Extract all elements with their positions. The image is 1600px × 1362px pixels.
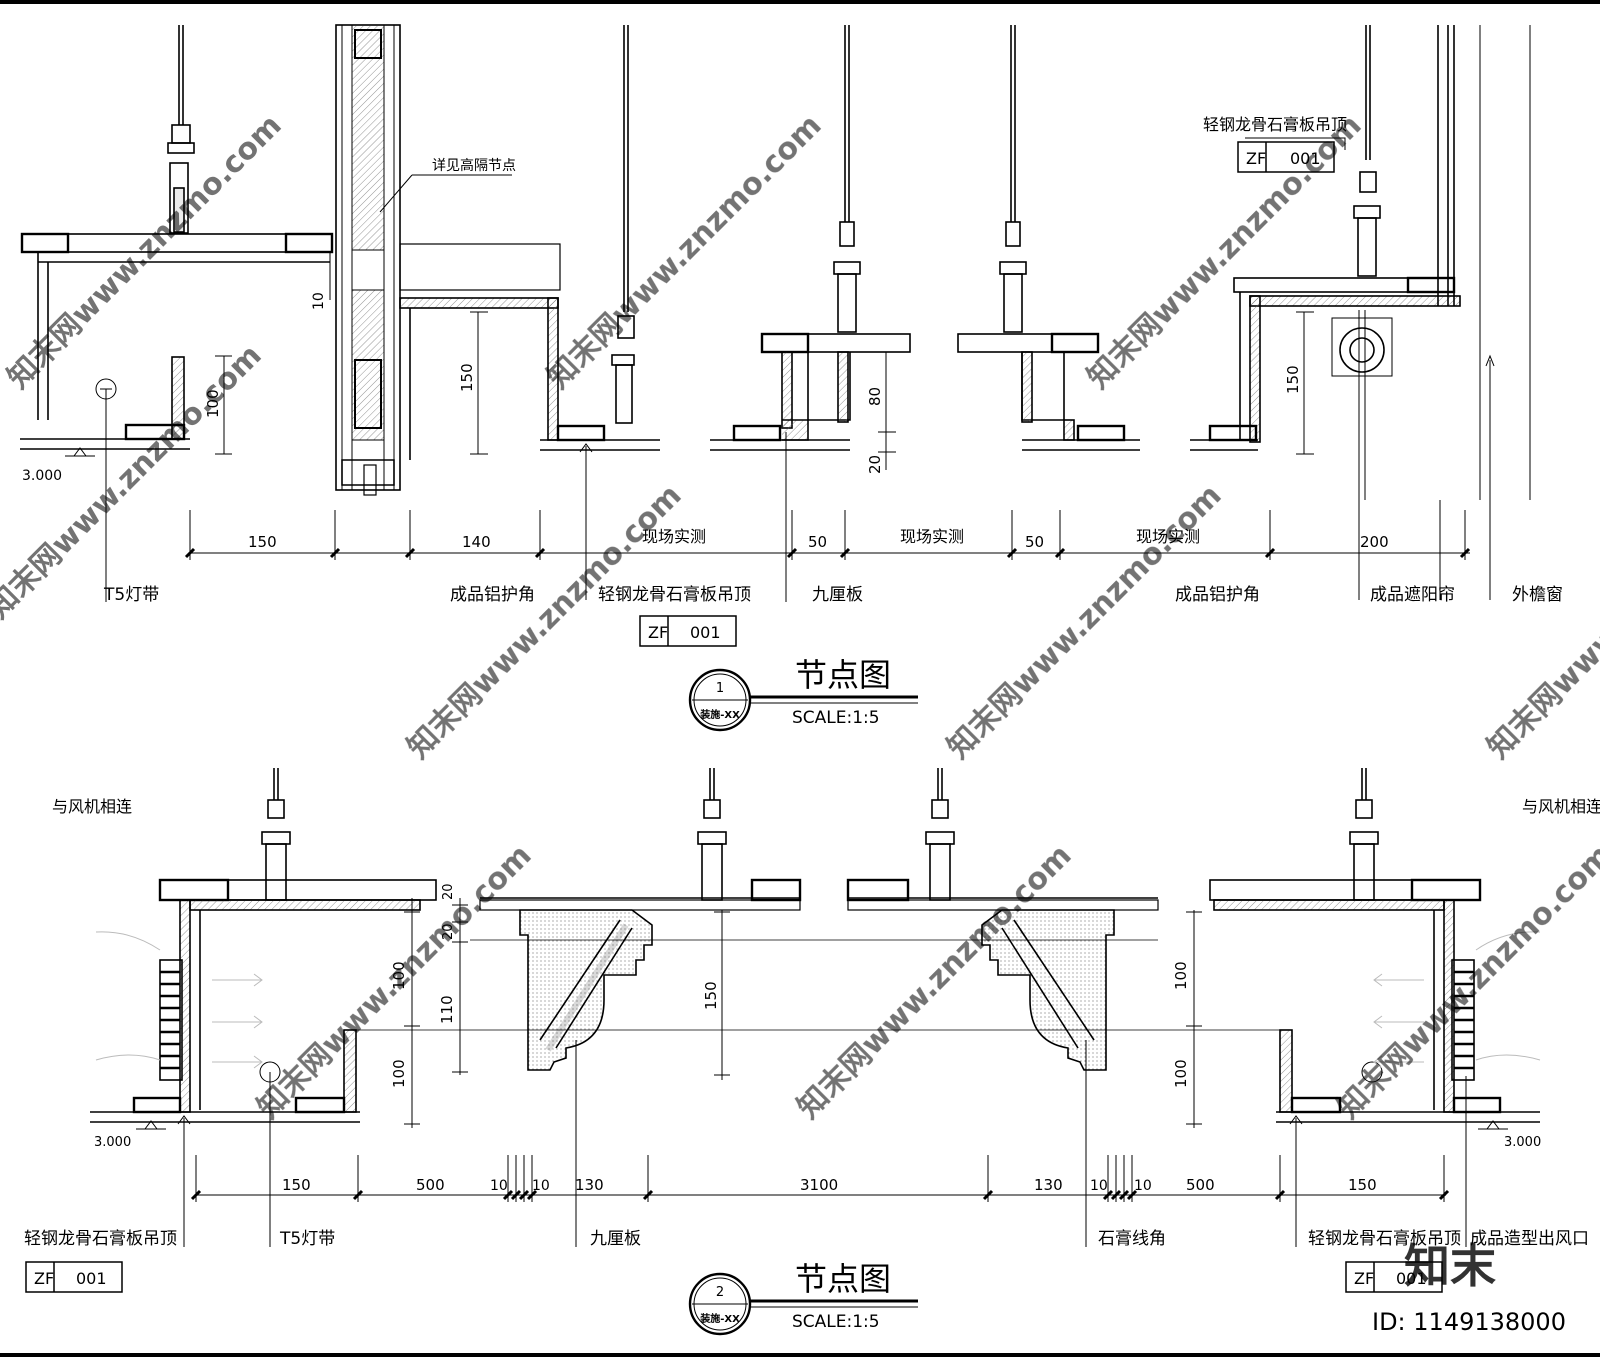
watermark-text: 知末网www.znzmo.com	[1481, 478, 1600, 766]
detail-2-geometry	[25, 768, 1541, 1336]
hanger-rod	[1353, 25, 1381, 277]
dim-label: 10	[311, 292, 327, 310]
note-fan-left: 与风机相连	[52, 797, 132, 816]
dim-label: 100	[204, 389, 222, 418]
dim-label: 100	[1172, 961, 1190, 990]
dim-label: 50	[808, 533, 827, 551]
dim-label: 130	[575, 1176, 604, 1194]
dim-label: 150	[458, 363, 476, 392]
drawing-scale: SCALE:1:5	[792, 708, 880, 728]
tag-number: 001	[76, 1269, 107, 1288]
dim-label: 500	[1186, 1176, 1215, 1194]
material-label: 九厘板	[590, 1229, 641, 1249]
material-label: T5灯带	[103, 585, 159, 605]
hanger-rod	[999, 25, 1027, 333]
drawing-tag	[639, 615, 737, 647]
drawing-tag	[25, 1261, 123, 1293]
dim-label: 20	[441, 883, 456, 900]
hanger-rod	[611, 25, 635, 424]
material-label: 成品造型出风口	[1470, 1229, 1589, 1249]
dim-label: 150	[1348, 1176, 1377, 1194]
material-label: 成品铝护角	[450, 585, 535, 605]
dim-label: 10	[490, 1178, 508, 1194]
dim-label: 130	[1034, 1176, 1063, 1194]
callout-partition: 详见高隔节点	[432, 157, 516, 174]
material-label: 外檐窗	[1512, 585, 1563, 605]
dim-label: 150	[282, 1176, 311, 1194]
callout-ceiling: 轻钢龙骨石膏板吊顶	[1203, 115, 1347, 134]
dim-label: 10	[532, 1178, 550, 1194]
tag-number: 001	[690, 623, 721, 642]
dim-label: 150	[702, 981, 720, 1010]
hanger-rod	[925, 768, 955, 901]
drawing-tag	[1345, 1261, 1443, 1293]
dim-label: 3100	[800, 1176, 838, 1194]
watermark-text: 知末网www.znzmo.com	[941, 478, 1229, 766]
dim-label: 500	[416, 1176, 445, 1194]
dim-label: 10	[1134, 1178, 1152, 1194]
note-fan-right: 与风机相连	[1522, 797, 1600, 816]
material-label: 轻钢龙骨石膏板吊顶	[598, 584, 751, 605]
material-label: T5灯带	[279, 1229, 335, 1249]
watermark-logo: 知末	[1404, 1239, 1496, 1293]
tag-code: ZF	[648, 623, 668, 642]
dim-label: 现场实测	[900, 527, 964, 546]
drawing-title: 节点图	[795, 1260, 891, 1298]
tag-number: 001	[1290, 149, 1321, 168]
hanger-rod	[1349, 768, 1379, 901]
tag-code: ZF	[1354, 1269, 1374, 1288]
watermark-id: ID: 1149138000	[1372, 1308, 1566, 1336]
tag-code: ZF	[34, 1269, 54, 1288]
tag-code: ZF	[1246, 149, 1266, 168]
hanger-rod	[833, 25, 861, 333]
bubble-sheet: 装施-XX	[699, 708, 740, 721]
material-label: 轻钢龙骨石膏板吊顶	[24, 1228, 177, 1249]
material-label: 石膏线角	[1098, 1228, 1166, 1249]
elevation-mark: 3.000	[1504, 1135, 1541, 1150]
detail-2-text: 与风机相连 与风机相连 3.000 3.000 150 500 10 10 13…	[24, 797, 1600, 1332]
dim-label: 100	[390, 961, 408, 990]
dim-label: 100	[1172, 1059, 1190, 1088]
drawing-scale: SCALE:1:5	[792, 1312, 880, 1332]
dim-label: 现场实测	[1136, 527, 1200, 546]
dim-label: 现场实测	[642, 527, 706, 546]
dim-label: 200	[1360, 533, 1389, 551]
dim-label: 150	[1284, 365, 1302, 394]
bubble-number: 1	[716, 681, 724, 696]
dim-label: 80	[866, 387, 884, 406]
dim-label: 20	[441, 923, 456, 940]
dim-label: 150	[248, 533, 277, 551]
elevation-mark: 3.000	[22, 468, 62, 484]
material-label: 成品铝护角	[1175, 585, 1260, 605]
detail-1-text: 轻钢龙骨石膏板吊顶 详见高隔节点 ZF 001 ZF 001 3.000 150…	[22, 115, 1563, 728]
dim-label: 140	[462, 533, 491, 551]
dim-label: 110	[438, 995, 456, 1024]
bubble-number: 2	[716, 1285, 724, 1300]
watermark-text: 知末网www.znzmo.com	[401, 478, 689, 766]
dim-label: 100	[390, 1059, 408, 1088]
tag-number: 001	[1396, 1269, 1427, 1288]
dim-label: 20	[866, 455, 884, 474]
drawing-tag	[1237, 141, 1335, 173]
watermark: 知末网www.znzmo.com 知末网www.znzmo.com 知末网www…	[0, 108, 1600, 1126]
material-label: 九厘板	[812, 585, 863, 605]
bubble-sheet: 装施-XX	[699, 1312, 740, 1325]
drawing-title: 节点图	[795, 656, 891, 694]
hanger-rod	[167, 25, 195, 234]
dim-label: 50	[1025, 533, 1044, 551]
material-label: 成品遮阳帘	[1370, 585, 1455, 605]
watermark-text: 知末网www.znzmo.com	[1081, 108, 1369, 396]
hanger-rod	[697, 768, 727, 901]
dim-label: 10	[1090, 1178, 1108, 1194]
detail-1-geometry	[20, 24, 1531, 732]
material-label: 轻钢龙骨石膏板吊顶	[1308, 1228, 1461, 1249]
elevation-mark: 3.000	[94, 1135, 131, 1150]
